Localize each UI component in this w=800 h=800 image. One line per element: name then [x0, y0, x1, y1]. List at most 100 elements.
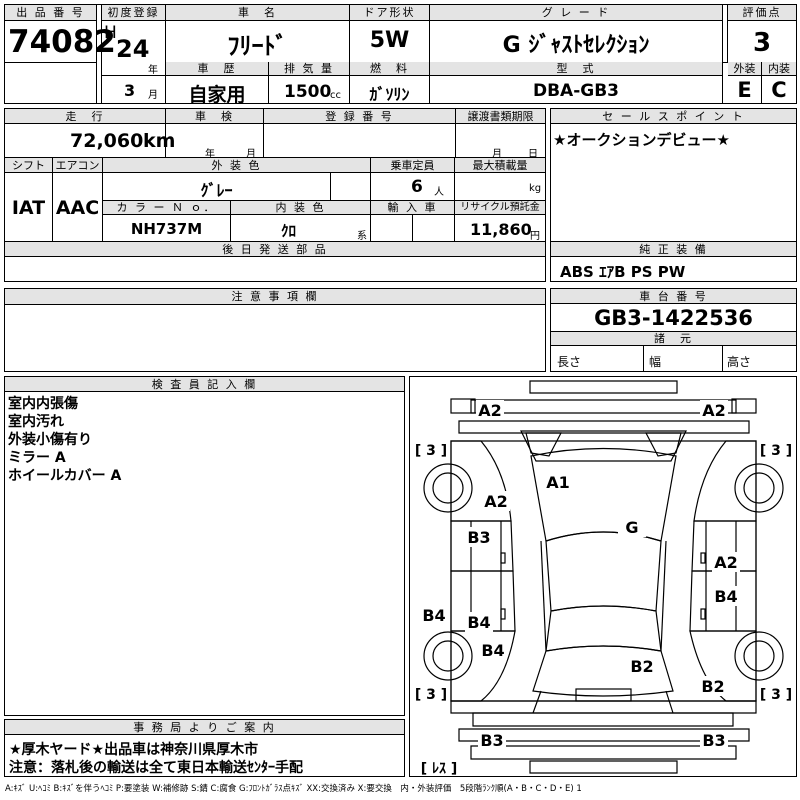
equipment-label: 純 正 装 備 [551, 242, 796, 257]
mileage: 72,060 [70, 130, 144, 152]
reg-year-unit: 年 [148, 65, 158, 76]
ext-label: 外装 [728, 62, 761, 76]
reg-month-unit: 月 [148, 90, 158, 101]
history-label: 車 歴 [166, 62, 268, 76]
damage-mark: B4 [714, 587, 737, 606]
fuel: ｶﾞｿﾘﾝ [369, 85, 410, 104]
car-name: ﾌﾘｰﾄﾞ [227, 32, 288, 60]
damage-mark: B3 [467, 528, 490, 547]
office-line-1: ★厚木ヤード★出品車は神奈川県厚木市 [9, 742, 259, 758]
lot-number: 74082 [8, 24, 116, 60]
fuel-label: 燃 料 [350, 62, 429, 76]
model-label: 型 式 [430, 62, 722, 76]
damage-mark: [ 3 ] [760, 687, 792, 703]
damage-mark: G [625, 518, 638, 537]
damage-mark-bg [482, 491, 510, 511]
ext-color: ｸﾞﾚｰ [200, 181, 233, 200]
inspector-notes: 室内内張傷 室内汚れ 外装小傷有り ミラー A ホイールカバー A [8, 395, 121, 485]
dims-label: 諸 元 [551, 332, 796, 346]
capacity: 6 [411, 177, 423, 197]
car-name-label: 車 名 [166, 5, 349, 21]
lot-label: 出 品 番 号 [5, 5, 96, 21]
ext-grade: E [737, 78, 752, 102]
width-label: 幅 [649, 355, 662, 369]
int-color-label: 内 装 色 [231, 201, 370, 215]
int-grade: C [771, 78, 787, 102]
score-label: 評価点 [728, 5, 796, 21]
reg-month: 3 [124, 81, 136, 100]
door-type: 5W [369, 28, 410, 53]
reg-no-label: 登 録 番 号 [264, 109, 455, 124]
load-label: 最大積載量 [455, 158, 545, 173]
later-parts-label: 後 日 発 送 部 品 [5, 242, 545, 257]
color-no: NH737M [130, 220, 203, 238]
chassis-label: 車 台 番 号 [551, 289, 796, 304]
recycle-label: リサイクル預託金 [455, 201, 545, 215]
damage-mark-bg [465, 612, 493, 632]
damage-mark: A2 [478, 401, 502, 420]
recycle: 11,860 [470, 220, 532, 239]
history: 自家用 [188, 84, 246, 106]
office-line-2: 注意：落札後の輸送は全て東日本輸送ｾﾝﾀｰ手配 [9, 760, 303, 776]
inspection-month-unit: 月 [246, 149, 256, 160]
shift-label: シフト [5, 158, 52, 173]
inspector-line: 室内内張傷 [8, 396, 78, 412]
damage-mark: B2 [630, 657, 653, 676]
score: 3 [752, 28, 772, 58]
reg-year: 24 [116, 35, 150, 63]
int-color: ｸﾛ [280, 222, 296, 240]
recycle-unit: 円 [530, 231, 540, 242]
ext-color-label: 外 装 色 [103, 158, 370, 173]
damage-mark-bg [628, 656, 656, 676]
damage-mark: A2 [702, 401, 726, 420]
sales-point-label: セ ー ル ス ポ イ ン ト [551, 109, 796, 124]
damage-mark: [ 3 ] [415, 443, 447, 459]
damage-mark: B3 [702, 731, 725, 750]
era: H [104, 23, 117, 43]
load-unit: kg [529, 183, 542, 194]
int-color-unit: 系 [357, 231, 367, 242]
damage-mark-bg [544, 472, 572, 492]
damage-mark: A2 [484, 492, 508, 511]
inspector-label: 検 査 員 記 入 欄 [5, 377, 404, 392]
chassis-number: GB3-1422536 [594, 306, 753, 330]
shift: IAT [11, 197, 46, 219]
first-reg-label: 初度登録 [102, 5, 165, 21]
damage-mark-bg [618, 517, 646, 537]
damage-mark-bg [478, 730, 506, 750]
damage-mark-bg [700, 400, 728, 420]
damage-mark-bg [420, 605, 448, 625]
height-label: 高さ [727, 355, 752, 369]
damage-mark-bg [479, 640, 507, 660]
displacement: 1500 [284, 82, 332, 102]
length-label: 長さ [557, 355, 582, 369]
mileage-label: 走 行 [5, 109, 165, 124]
ac: AAC [55, 197, 100, 219]
damage-mark: B4 [467, 613, 490, 632]
damage-mark-bg [700, 730, 728, 750]
inspector-line: ホイールカバー A [8, 468, 122, 484]
car-outline [423, 380, 784, 774]
damage-mark: B4 [422, 606, 445, 625]
notes-label: 注 意 事 項 欄 [5, 289, 545, 305]
capacity-unit: 人 [434, 187, 444, 198]
displacement-label: 排 気 量 [269, 62, 349, 76]
sales-point: ★オークションデビュー★ [553, 131, 730, 149]
transfer-month-unit: 月 [492, 149, 502, 160]
damage-mark: [ 3 ] [760, 443, 792, 459]
damage-mark-bg [465, 527, 493, 547]
inspector-line: 室内汚れ [8, 414, 64, 430]
damage-mark-bg [699, 676, 727, 696]
transfer-label: 譲渡書類期限 [456, 109, 545, 124]
model: DBA-GB3 [532, 81, 620, 101]
damage-mark: B3 [480, 731, 503, 750]
capacity-label: 乗車定員 [371, 158, 454, 173]
inspector-box [4, 376, 405, 716]
damage-mark: A1 [546, 473, 570, 492]
inspection-label: 車 検 [166, 109, 263, 124]
equipment: ABS ｴｱB PS PW [560, 263, 686, 281]
damage-mark: [ 3 ] [415, 687, 447, 703]
damage-mark-bg [712, 552, 740, 572]
damage-mark: A2 [714, 553, 738, 572]
